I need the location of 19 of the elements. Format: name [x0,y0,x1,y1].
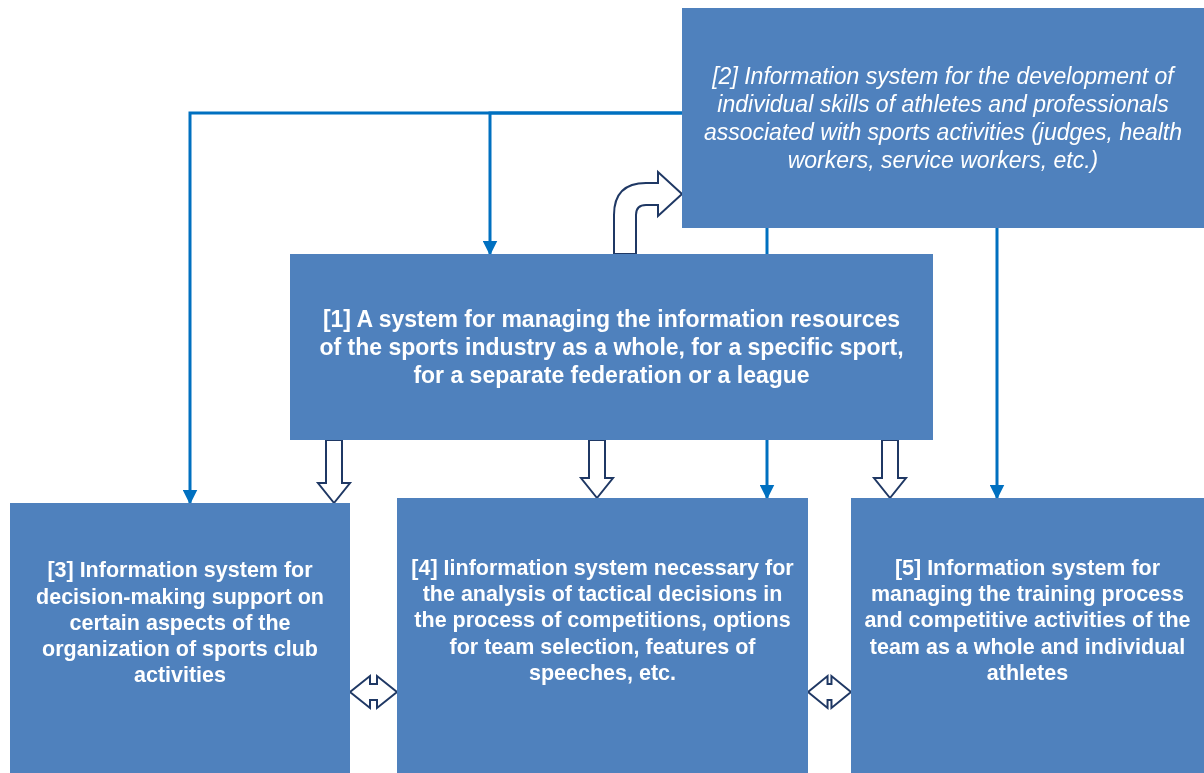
system-box [397,498,808,773]
double-block-arrow [806,673,853,711]
system-box [290,254,933,440]
system-description: [2] Information system for the development of individual skills of athletes and professionals associated with sports activities (judges, health workers, service workers, etc.) [702,61,1184,175]
system-box [10,503,350,773]
arrow [182,111,682,505]
system-box [682,8,1204,228]
arrow [989,228,1005,500]
system-box [851,498,1204,773]
block-arrow [613,171,683,255]
block-arrow [315,439,353,505]
system-description: [5] Information system for managing the training process and competitive activities of the team as a whole and individual athletes [863,554,1192,687]
system-description: [4] Iinformation system necessary for the analysis of tactical decisions in the process of competitions, options for team selection, features of speeches, etc. [410,554,795,687]
system-description: [1] A system for managing the information resources of the sports industry as a whole, for a specific sport, for a separate federation or a league [318,304,905,390]
double-block-arrow [348,673,399,711]
system-description: [3] Information system for decision-making support on certain aspects of the organization of sports club activities [35,557,325,689]
block-arrow [871,439,909,500]
arrow [759,440,775,500]
block-arrow [578,439,616,500]
